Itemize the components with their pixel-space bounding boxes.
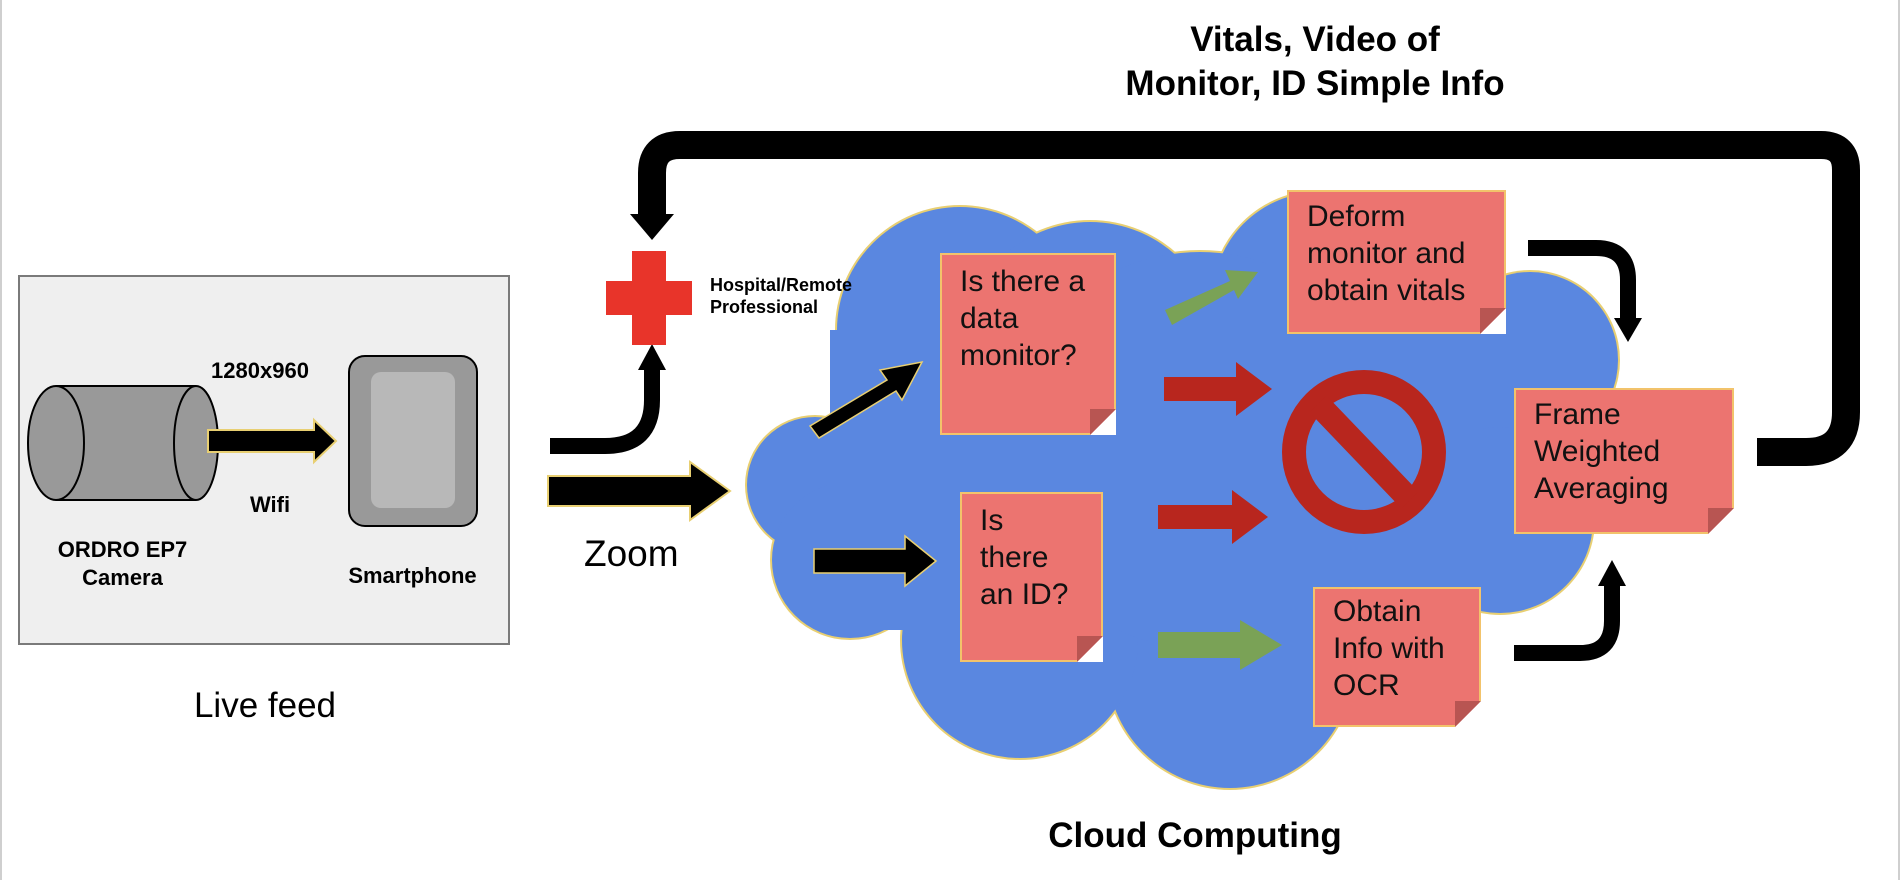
note-fold (1090, 409, 1116, 435)
hospital-label-line2: Professional (710, 297, 819, 317)
camera-label: ORDRO EP7 Camera (40, 536, 205, 592)
smartphone-label: Smartphone (348, 563, 477, 588)
hospital-label-line1: Hospital/Remote (710, 275, 853, 295)
camera-label-line2: Camera (82, 565, 163, 590)
hospital-label: Hospital/Remote Professional (710, 274, 852, 318)
id-question-note: Is there an ID? (960, 492, 1103, 662)
green-arrow-bottom (1158, 620, 1282, 670)
note-line: Obtain (1333, 595, 1422, 628)
feedback-title: Vitals, Video of Monitor, ID Simple Info (1080, 18, 1550, 106)
resolution-label: 1280x960 (211, 358, 309, 383)
to-id-question-arrow (813, 534, 938, 588)
deform-monitor-note: Deform monitor and obtain vitals (1287, 190, 1506, 334)
right-border (1898, 0, 1900, 880)
data-monitor-question-note: Is there a data monitor? (940, 253, 1116, 435)
cloud-computing-label: Cloud Computing (1048, 816, 1342, 855)
live-feed-label: Live feed (193, 686, 337, 725)
left-border (0, 0, 2, 880)
note-fold (1708, 508, 1734, 534)
frame-averaging-note: Frame Weighted Averaging (1514, 388, 1734, 534)
to-monitor-question-arrow (808, 360, 924, 439)
prohibited-icon (1282, 370, 1446, 534)
note-line: monitor? (960, 339, 1077, 372)
note-line: data (960, 302, 1019, 335)
note-line: an ID? (980, 578, 1069, 611)
zoom-arrow (547, 460, 732, 522)
deform-to-averaging-arrow (1528, 240, 1642, 342)
note-line: obtain vitals (1307, 274, 1466, 307)
note-line: Averaging (1534, 472, 1669, 505)
camera-label-line1: ORDRO EP7 (57, 537, 188, 562)
note-line: OCR (1333, 669, 1400, 702)
note-line: Weighted (1534, 435, 1661, 468)
feedback-loop-arrow (630, 131, 1860, 466)
ocr-note: Obtain Info with OCR (1313, 587, 1481, 727)
note-line: Frame (1534, 398, 1621, 431)
wifi-label: Wifi (249, 492, 291, 517)
feedback-title-line2: Monitor, ID Simple Info (1125, 64, 1505, 103)
wifi-arrow (207, 417, 338, 465)
note-fold (1455, 701, 1481, 727)
note-fold (1480, 308, 1506, 334)
smartphone-icon (348, 355, 478, 527)
note-line: Is there a (960, 265, 1086, 298)
note-line: there (980, 541, 1049, 574)
red-cross-icon (606, 251, 692, 345)
to-hospital-arrow (550, 344, 666, 454)
red-arrow-lower (1158, 490, 1268, 544)
zoom-label: Zoom (584, 533, 679, 574)
note-line: Is (980, 504, 1004, 537)
red-arrow-upper (1164, 362, 1272, 416)
green-arrow-top (1165, 270, 1258, 325)
note-fold (1077, 636, 1103, 662)
note-line: monitor and (1307, 237, 1466, 270)
feedback-title-line1: Vitals, Video of (1190, 20, 1440, 59)
note-line: Deform (1307, 200, 1406, 233)
note-line: Info with (1333, 632, 1445, 665)
camera-cylinder-icon (27, 385, 219, 501)
ocr-to-averaging-arrow (1514, 560, 1626, 661)
